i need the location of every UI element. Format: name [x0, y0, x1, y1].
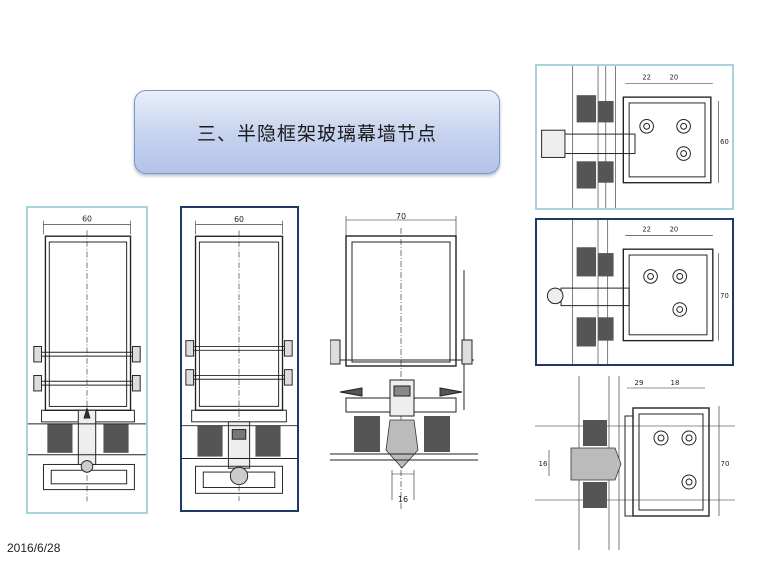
dimension-label: 18	[671, 379, 680, 387]
mullion-section-drawing-3: 70 16	[330, 210, 478, 510]
slide-date: 2016/6/28	[7, 541, 61, 555]
dimension-label: 70	[720, 292, 729, 300]
transom-section-drawing-3: 29 18 16 70	[535, 376, 735, 550]
dimension-label: 16	[539, 460, 548, 468]
dimension-label: 22	[642, 226, 651, 234]
dimension-label: 60	[82, 215, 92, 224]
title-banner: 三、半隐框架玻璃幕墙节点	[134, 90, 500, 174]
dimension-label: 70	[721, 460, 730, 468]
dimension-label: 20	[670, 74, 679, 82]
dimension-label: 22	[642, 74, 651, 82]
dimension-label: 29	[635, 379, 644, 387]
transom-section-drawing-2: 22 20 70	[535, 218, 734, 366]
dimension-label: 60	[234, 215, 244, 224]
dimension-label: 60	[720, 138, 729, 146]
slide-title: 三、半隐框架玻璃幕墙节点	[196, 122, 437, 145]
dimension-label: 16	[398, 495, 408, 504]
transom-section-drawing-1: 22 20 60	[535, 64, 734, 210]
mullion-section-drawing-1: 60	[26, 206, 148, 514]
dimension-label: 20	[670, 226, 679, 234]
mullion-section-drawing-2: 60	[180, 206, 299, 512]
dimension-label: 70	[396, 212, 406, 221]
